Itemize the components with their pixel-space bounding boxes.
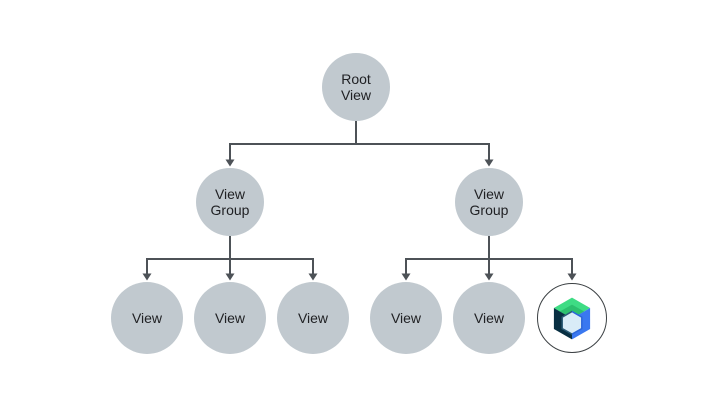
arrowhead-icon: [401, 273, 411, 281]
node-compose: [537, 283, 607, 353]
edge-level2-left: [146, 258, 314, 274]
node-view-3: View: [277, 282, 349, 354]
arrowhead-icon: [567, 273, 577, 281]
node-view-4: View: [370, 282, 442, 354]
arrowhead-icon: [308, 273, 318, 281]
arrowhead-icon: [225, 159, 235, 167]
arrowhead-icon: [142, 273, 152, 281]
node-view-1: View: [111, 282, 183, 354]
edge-level2-right: [405, 258, 573, 274]
node-view-5: View: [453, 282, 525, 354]
jetpack-compose-icon: [553, 297, 591, 339]
edge-level1: [229, 143, 490, 160]
arrowhead-icon: [484, 159, 494, 167]
arrowhead-icon: [484, 273, 494, 281]
arrowhead-icon: [225, 273, 235, 281]
node-view-2: View: [194, 282, 266, 354]
node-view-group-left: View Group: [196, 168, 264, 236]
node-view-group-right: View Group: [455, 168, 523, 236]
node-root-view: Root View: [322, 53, 390, 121]
